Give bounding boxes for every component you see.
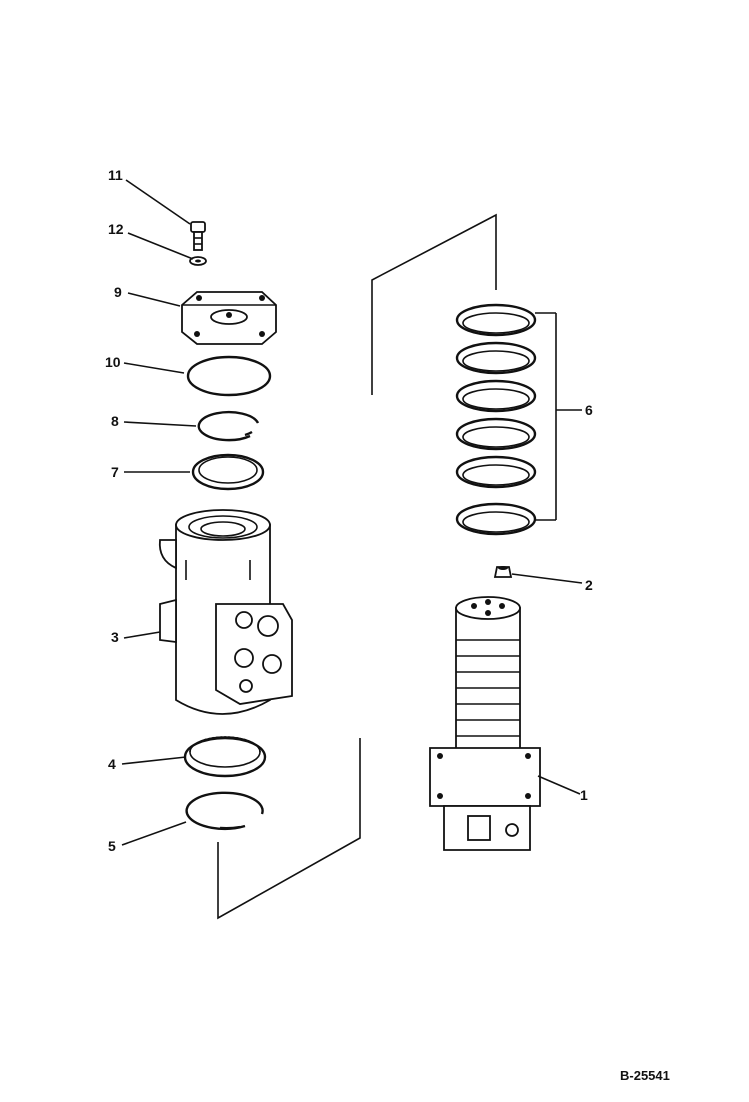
reference-code: B-25541 <box>620 1068 670 1083</box>
callout-3: 3 <box>111 629 119 645</box>
part-3-housing <box>158 509 293 715</box>
callout-7: 7 <box>111 464 119 480</box>
part-7-ring <box>191 453 265 491</box>
callout-6: 6 <box>585 402 593 418</box>
part-1-shaft <box>429 596 541 851</box>
callout-8: 8 <box>111 413 119 429</box>
callout-11: 11 <box>108 167 123 183</box>
callout-12: 12 <box>108 221 124 237</box>
leader-lines <box>121 179 583 846</box>
callout-9: 9 <box>114 284 122 300</box>
assembly-path-line <box>217 213 497 920</box>
callout-labels: 11 12 9 10 8 7 3 4 5 6 2 1 <box>105 167 593 854</box>
callout-10: 10 <box>105 354 121 370</box>
part-8-snap-ring <box>197 410 260 442</box>
part-11-bolt <box>190 221 206 251</box>
part-9-cover <box>181 291 277 345</box>
part-10-o-ring <box>186 355 272 397</box>
part-12-washer <box>189 256 207 266</box>
part-6-seal-rings <box>455 303 537 536</box>
callout-5: 5 <box>108 838 116 854</box>
callout-2: 2 <box>585 577 593 593</box>
part-4-bearing <box>183 736 267 778</box>
part-5-snap-ring <box>185 791 264 831</box>
callout-4: 4 <box>108 756 116 772</box>
callout-1: 1 <box>580 787 588 803</box>
part-2-plug <box>493 566 513 578</box>
